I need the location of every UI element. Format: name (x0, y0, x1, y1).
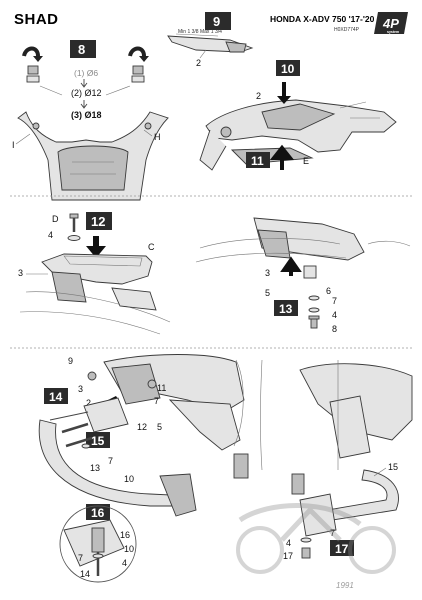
step-10-badge: 10 (276, 60, 300, 76)
svg-text:15: 15 (91, 434, 105, 448)
system-badge-label: 4P (382, 16, 399, 31)
label-13: 13 (90, 463, 100, 473)
side-bracket-drawing (38, 397, 197, 517)
bolt-stack-icon (300, 537, 312, 559)
label-E: E (303, 156, 309, 166)
label-I: I (12, 140, 15, 150)
label-C: C (148, 242, 155, 252)
watermark-logo (236, 503, 396, 574)
model-code: H0XD774P (334, 27, 360, 33)
leader-line (39, 85, 131, 96)
step-15-badge: 15 (86, 432, 110, 448)
svg-text:13: 13 (279, 302, 293, 316)
label-4: 4 (286, 538, 291, 548)
arrow-down-icon (80, 79, 88, 88)
top-plate-installed-drawing (195, 217, 411, 263)
step-9-badge: 9 (205, 12, 231, 30)
rotate-arrow-icon (22, 46, 43, 83)
label-D: D (52, 214, 59, 224)
label-3: 3 (78, 384, 83, 394)
dimension-note: Min 1 3/8 Max 1 3/4 (178, 29, 222, 35)
svg-text:9: 9 (213, 14, 220, 29)
step-14-badge: 14 (44, 388, 68, 404)
label-9: 9 (68, 356, 73, 366)
step-16-badge: 16 (86, 504, 110, 520)
label-3: 3 (265, 268, 270, 278)
label-8: 8 (332, 324, 337, 334)
label-4: 4 (48, 230, 53, 240)
label-16: 16 (120, 530, 130, 540)
label-7: 7 (108, 456, 113, 466)
rear-frame-drawing (17, 111, 169, 201)
label-6: 6 (326, 286, 331, 296)
label-2: 2 (256, 91, 261, 101)
label-5: 5 (265, 288, 270, 298)
label-4: 4 (332, 310, 337, 320)
spacer-icon (303, 265, 317, 279)
step-13-badge: 13 (274, 300, 298, 316)
svg-text:17: 17 (335, 542, 349, 556)
bolt-stack-icon (308, 295, 320, 329)
label-2: 2 (86, 398, 91, 408)
label-15: 15 (388, 462, 398, 472)
step-8-badge: 8 (70, 40, 96, 58)
rotate-arrow-icon (128, 46, 149, 83)
svg-text:12: 12 (91, 214, 105, 229)
label-10: 10 (124, 474, 134, 484)
system-badge-sub: system (387, 30, 399, 34)
rear-assembly-drawing (103, 354, 245, 451)
label-7: 7 (330, 528, 335, 538)
svg-text:16: 16 (91, 506, 105, 520)
label-5: 5 (157, 422, 162, 432)
svg-text:8: 8 (78, 42, 85, 57)
label-7: 7 (332, 296, 337, 306)
right-side-drawing (233, 359, 413, 537)
label-10: 10 (124, 544, 134, 554)
label-12: 12 (137, 422, 147, 432)
nut-icon (147, 379, 157, 389)
arrow-head-icon (86, 246, 106, 258)
arrow-up-icon (269, 144, 295, 170)
step-17-badge: 17 (330, 540, 354, 556)
arrow-up-icon (280, 256, 302, 276)
arrow-down-icon (80, 100, 88, 109)
label-7: 7 (154, 396, 159, 406)
label-4: 4 (122, 558, 127, 568)
size-1: (1) Ø6 (74, 68, 98, 78)
top-plate-drawing (19, 253, 171, 335)
tail-section-drawing (199, 99, 397, 171)
svg-text:11: 11 (251, 154, 264, 168)
label-17: 17 (283, 551, 293, 561)
step-11-badge: 11 (246, 152, 270, 168)
label-11: 11 (157, 383, 166, 393)
model-title: HONDA X-ADV 750 '17-'20 (270, 14, 375, 24)
brand-logo: SHAD (14, 11, 59, 28)
size-2: (2) Ø12 (71, 88, 102, 98)
label-7: 7 (78, 553, 83, 563)
svg-text:14: 14 (49, 390, 63, 404)
watermark-year: 1991 (336, 581, 354, 590)
screw-icon (67, 213, 81, 241)
svg-text:10: 10 (281, 62, 295, 76)
label-3: 3 (18, 268, 23, 278)
nut-icon (87, 371, 97, 381)
label-H: H (154, 132, 161, 142)
detail-circle-drawing (59, 505, 137, 583)
bracket-drawing (167, 33, 254, 53)
arrow-head-icon (277, 96, 291, 104)
label-2: 2 (196, 58, 201, 68)
step-12-badge: 12 (86, 212, 112, 230)
screw-icon (61, 422, 93, 449)
system-badge: 4P system (374, 12, 408, 34)
label-14: 14 (80, 569, 90, 579)
size-3: (3) Ø18 (71, 110, 102, 120)
